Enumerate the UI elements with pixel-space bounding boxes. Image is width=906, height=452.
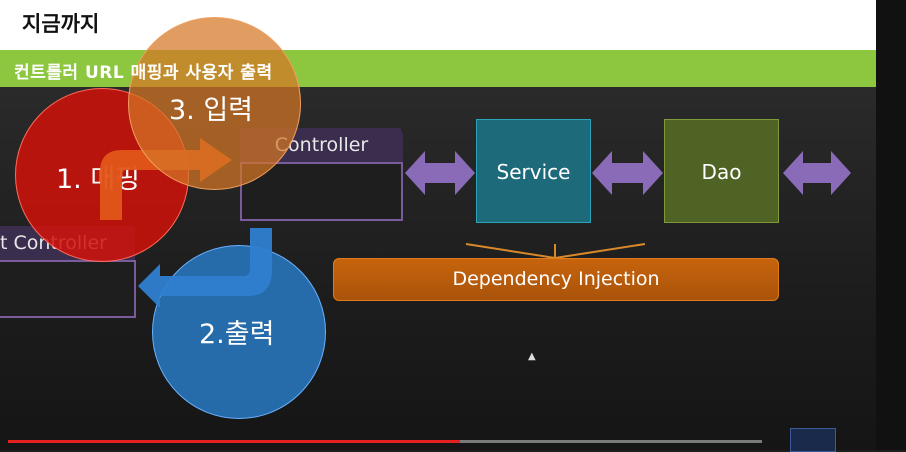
double-arrow-icon-controller-service — [405, 151, 475, 195]
right-edge — [876, 0, 906, 450]
input-circle-label: 3. 입력 — [169, 95, 254, 126]
title-bar — [0, 0, 876, 50]
dao-label: Dao — [701, 160, 742, 184]
service-label: Service — [496, 160, 571, 184]
di-label: Dependency Injection — [452, 268, 660, 290]
dao-box — [664, 119, 779, 223]
output-circle: 2.출력 — [152, 245, 326, 419]
front-controller-box — [0, 260, 136, 318]
double-arrow-icon-service-dao — [592, 151, 663, 195]
di-box — [333, 258, 779, 301]
output-arrow-layer — [138, 228, 272, 308]
mouse-cursor-icon: ▲ — [528, 351, 536, 362]
video-progress-fill[interactable] — [8, 440, 461, 443]
output-circle-label: 2.출력 — [199, 319, 275, 350]
page-title: 지금까지 — [22, 12, 100, 36]
slide-subtitle: 컨트롤러 URL 매핑과 사용자 출력 — [14, 63, 273, 83]
controller-label: Controller — [274, 134, 369, 156]
output-arrow-icon — [138, 228, 272, 308]
service-box — [476, 119, 591, 223]
double-arrow-icon-dao-db — [783, 151, 851, 195]
input-circle: 3. 입력 — [128, 17, 301, 190]
video-thumbnail-icon[interactable] — [790, 428, 836, 452]
